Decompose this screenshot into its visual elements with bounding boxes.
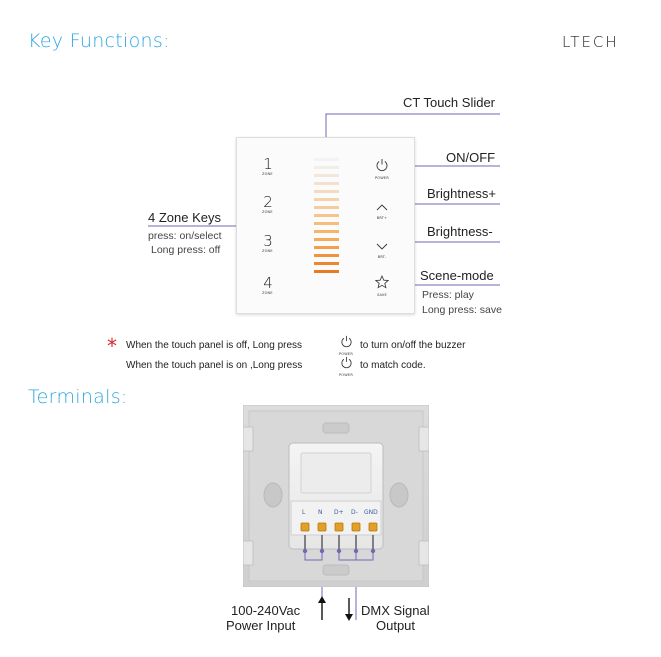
save-caption: SAVE: [377, 293, 387, 297]
dmx-output-line-2: Output: [376, 618, 416, 633]
slider-segment: [314, 166, 339, 169]
zone-number: 3: [263, 232, 273, 250]
slider-segment: [314, 270, 339, 273]
section-title-key-functions: Key Functions:: [28, 30, 170, 52]
brt-plus-caption: BRT+: [376, 216, 388, 220]
zone-caption: ZONE: [262, 249, 273, 253]
pin-label-d-plus: D+: [334, 509, 344, 516]
slider-segment: [314, 190, 339, 193]
slider-segment: [314, 174, 339, 177]
slider-segment: [314, 254, 339, 257]
slider-segment: [314, 206, 339, 209]
pin-label-gnd: GND: [364, 509, 378, 516]
slider-segment: [314, 246, 339, 249]
on-off-label: ON/OFF: [446, 150, 496, 165]
slider-segment: [314, 198, 339, 201]
power-icon: [340, 356, 352, 369]
zone-key-3[interactable]: 3 ZONE: [262, 232, 274, 254]
note-power-caption: POWER: [339, 352, 353, 356]
ct-touch-slider[interactable]: [314, 158, 339, 278]
signal-arrows: [318, 596, 353, 621]
note-power-key-1: POWER: [338, 333, 354, 356]
chevron-down-icon: [376, 243, 388, 250]
zone-caption: ZONE: [262, 291, 273, 295]
zone-caption: ZONE: [262, 172, 273, 176]
brightness-minus-label: Brightness-: [427, 224, 493, 239]
asterisk-icon: *: [107, 334, 117, 358]
zone-number: 1: [263, 155, 273, 173]
zone-keys-label: 4 Zone Keys: [148, 210, 221, 225]
note-line-2-start: When the touch panel is on ,Long press: [126, 360, 303, 371]
zone-key-1[interactable]: 1 ZONE: [262, 155, 274, 177]
scene-key[interactable]: SAVE: [373, 274, 391, 297]
power-icon: [340, 335, 352, 348]
slider-segment: [314, 230, 339, 233]
brand-logo: LTECH: [562, 33, 619, 51]
pin-label-l: L: [302, 509, 306, 516]
note-power-caption: POWER: [339, 373, 353, 377]
pin-label-n: N: [318, 509, 323, 516]
section-title-terminals: Terminals:: [28, 386, 128, 408]
power-input-line-2: Power Input: [226, 618, 296, 633]
brightness-plus-label: Brightness+: [427, 186, 497, 201]
scene-long-press-label: Long press: save: [422, 304, 502, 316]
power-input-line-1: 100-240Vac: [231, 603, 301, 618]
brightness-down-key[interactable]: BRT-: [373, 236, 391, 259]
zone-key-4[interactable]: 4 ZONE: [262, 274, 274, 296]
slider-segment: [314, 238, 339, 241]
slider-segment: [314, 214, 339, 217]
zone-press-label: press: on/select: [148, 230, 222, 242]
scene-press-label: Press: play: [422, 289, 474, 301]
zone-caption: ZONE: [262, 210, 273, 214]
dmx-output-line-1: DMX Signal: [361, 603, 430, 618]
scene-mode-label: Scene-mode: [420, 268, 494, 283]
note-line-1-start: When the touch panel is off, Long press: [126, 340, 303, 351]
power-icon: [376, 159, 388, 172]
brt-minus-caption: BRT-: [377, 255, 387, 259]
zone-key-2[interactable]: 2 ZONE: [262, 193, 274, 215]
power-key[interactable]: POWER: [373, 157, 391, 180]
ct-slider-label: CT Touch Slider: [403, 95, 496, 110]
zone-long-press-label: Long press: off: [151, 244, 221, 256]
zone-number: 2: [263, 193, 273, 211]
power-caption: POWER: [375, 176, 389, 180]
note-line-2-end: to match code.: [360, 360, 426, 371]
slider-segment: [314, 182, 339, 185]
note-line-1-end: to turn on/off the buzzer: [360, 340, 466, 351]
note-power-key-2: POWER: [338, 354, 354, 377]
slider-segment: [314, 222, 339, 225]
chevron-up-icon: [376, 204, 388, 211]
slider-segment: [314, 262, 339, 265]
back-panel-image: [243, 405, 429, 587]
pin-label-d-minus: D-: [351, 509, 358, 516]
slider-segment: [314, 158, 339, 161]
brightness-up-key[interactable]: BRT+: [373, 197, 391, 220]
star-icon: [374, 274, 390, 289]
zone-number: 4: [263, 274, 273, 292]
